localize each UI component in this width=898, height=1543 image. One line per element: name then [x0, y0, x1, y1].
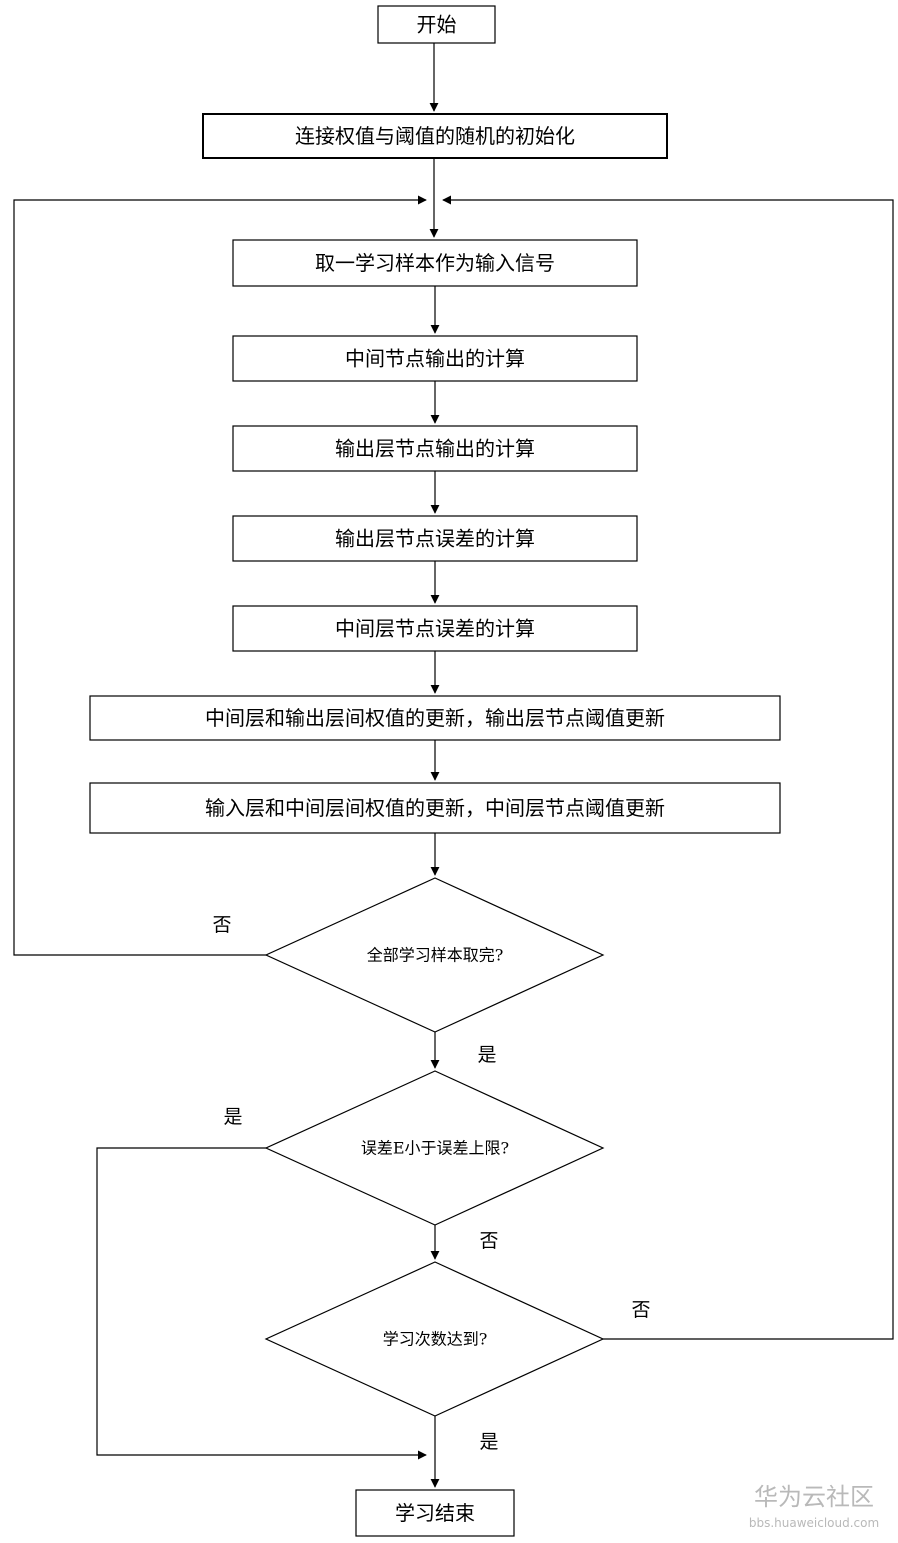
update-hidden-out-node: 中间层和输出层间权值的更新，输出层节点阈值更新	[89, 695, 781, 741]
out-layer-output-node: 输出层节点输出的计算	[232, 425, 638, 472]
decision-all-samples: 全部学习样本取完?	[264, 877, 605, 1033]
decision-all-samples-label: 全部学习样本取完?	[367, 946, 504, 965]
loop-back-no-all-samples	[13, 195, 427, 956]
start-node: 开始	[377, 5, 496, 44]
decision-iterations-label: 学习次数达到?	[383, 1330, 488, 1349]
hidden-layer-error-node: 中间层节点误差的计算	[232, 605, 638, 652]
update-hidden-out-label: 中间层和输出层间权值的更新，输出层节点阈值更新	[205, 706, 665, 730]
start-label: 开始	[417, 13, 457, 37]
update-in-hidden-node: 输入层和中间层间权值的更新，中间层节点阈值更新	[89, 782, 781, 834]
decision-error-limit: 误差E小于误差上限?	[264, 1070, 605, 1226]
out-layer-error-node: 输出层节点误差的计算	[232, 515, 638, 562]
watermark: 华为云社区 bbs.huaweicloud.com	[749, 1483, 879, 1530]
label-error-no: 否	[479, 1230, 498, 1252]
take-sample-node: 取一学习样本作为输入信号	[232, 239, 638, 287]
init-node: 连接权值与阈值的随机的初始化	[202, 113, 668, 159]
loop-back-no-iterations	[442, 195, 894, 1340]
out-layer-output-label: 输出层节点输出的计算	[335, 437, 535, 461]
hidden-layer-error-label: 中间层节点误差的计算	[335, 617, 535, 641]
decision-iterations: 学习次数达到?	[264, 1261, 605, 1417]
label-error-yes: 是	[223, 1106, 242, 1128]
decision-error-limit-label: 误差E小于误差上限?	[361, 1139, 509, 1158]
hidden-output-node: 中间节点输出的计算	[232, 335, 638, 382]
watermark-title: 华为云社区	[754, 1483, 874, 1511]
watermark-url: bbs.huaweicloud.com	[749, 1516, 879, 1530]
arrow-error-yes-to-end	[96, 1147, 427, 1460]
take-sample-label: 取一学习样本作为输入信号	[315, 251, 555, 275]
label-all-samples-no: 否	[212, 914, 231, 936]
update-in-hidden-label: 输入层和中间层间权值的更新，中间层节点阈值更新	[205, 796, 665, 820]
label-iter-yes: 是	[479, 1431, 498, 1453]
end-label: 学习结束	[395, 1501, 475, 1525]
label-all-samples-yes: 是	[477, 1044, 496, 1066]
end-node: 学习结束	[355, 1489, 515, 1537]
init-label: 连接权值与阈值的随机的初始化	[295, 124, 575, 148]
hidden-output-label: 中间节点输出的计算	[345, 347, 525, 371]
out-layer-error-label: 输出层节点误差的计算	[335, 527, 535, 551]
label-iter-no: 否	[631, 1299, 650, 1321]
